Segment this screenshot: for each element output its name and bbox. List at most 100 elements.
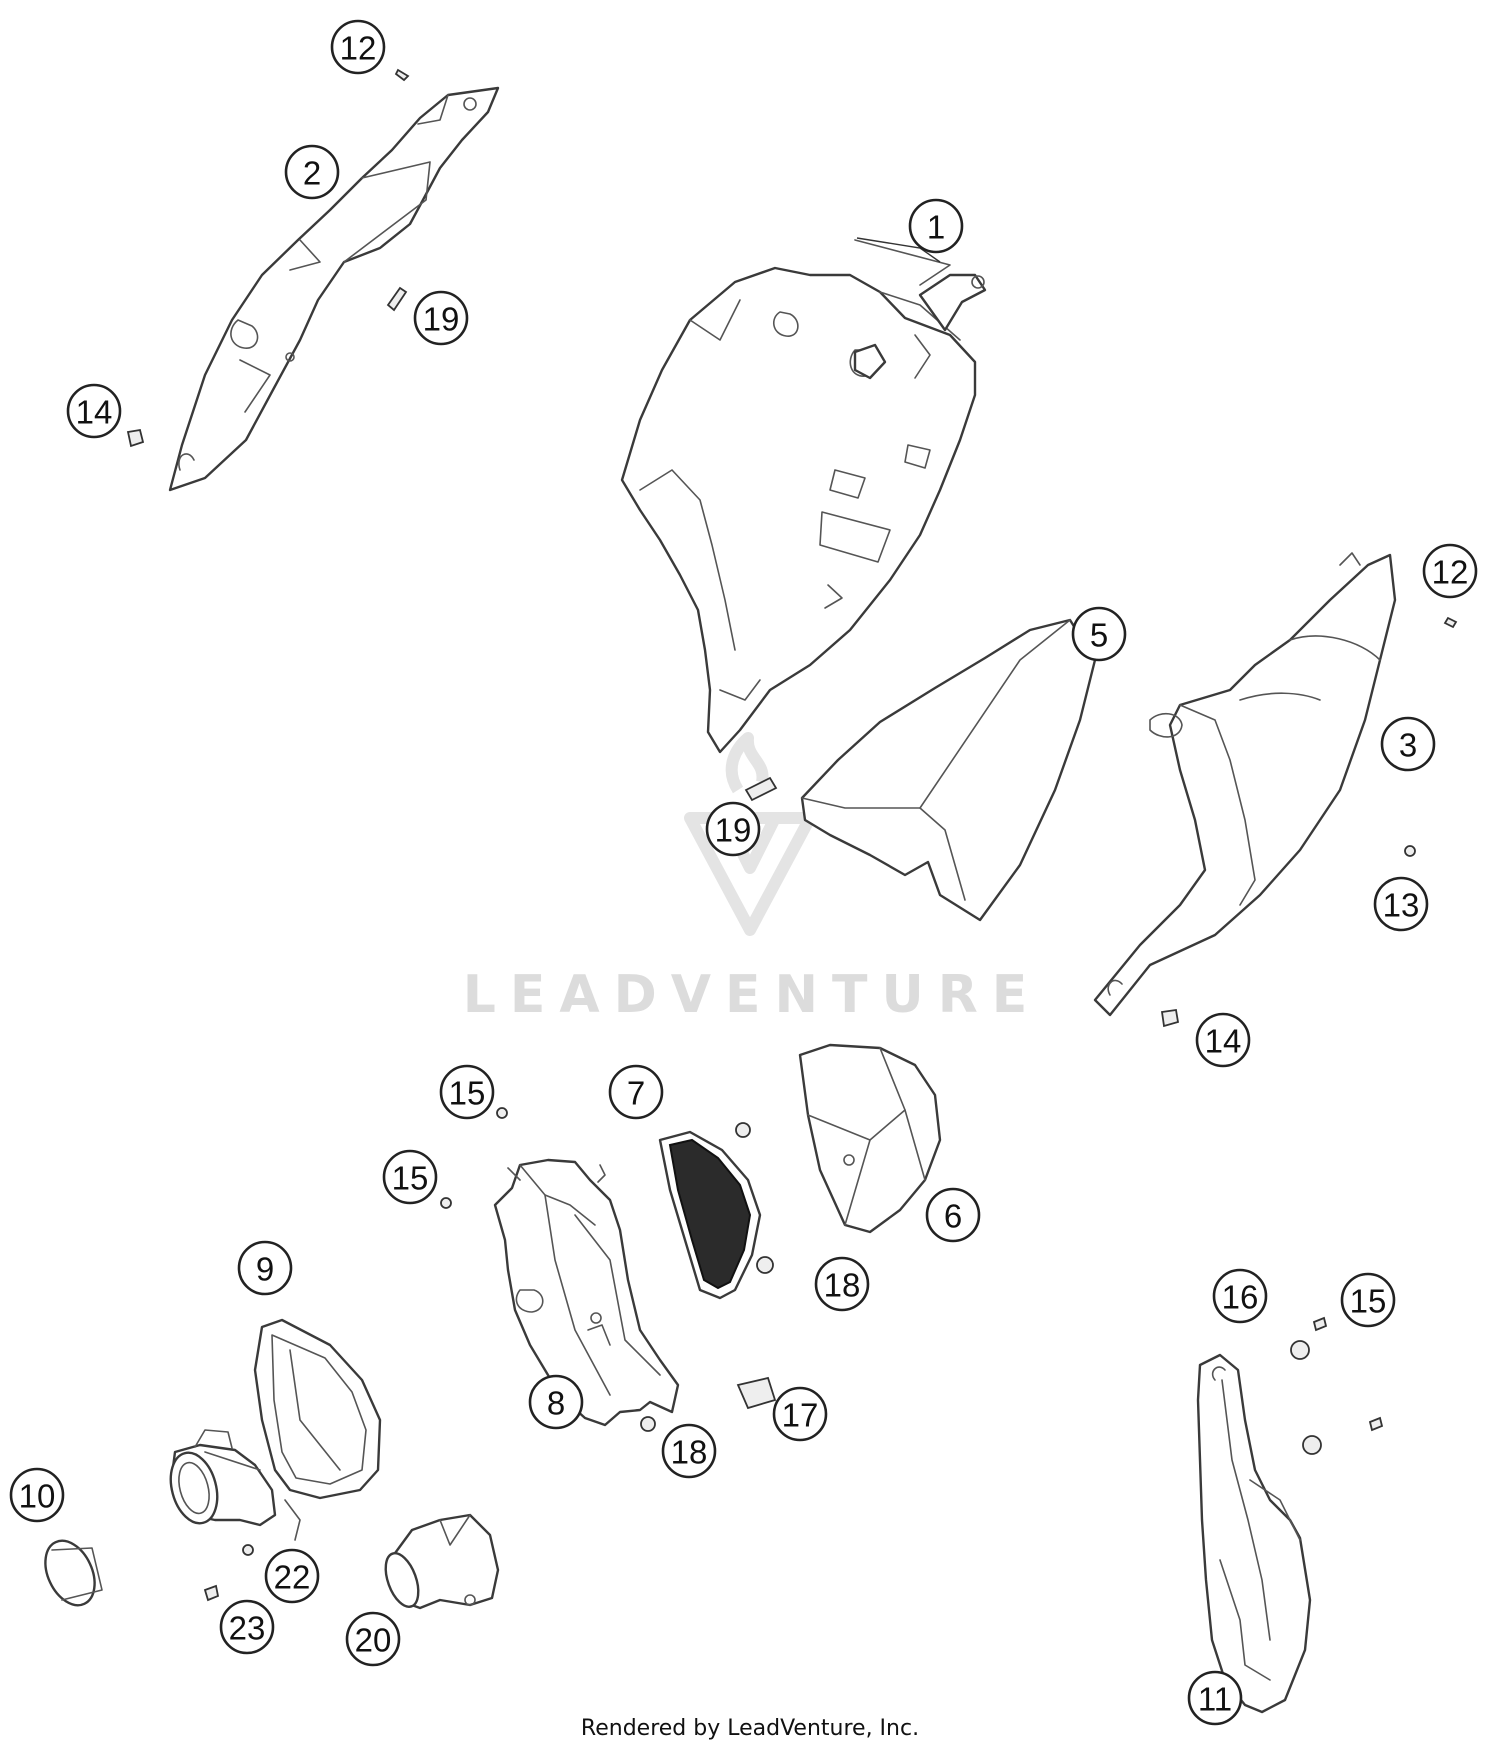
hardware-23-screw[interactable] xyxy=(203,1584,220,1602)
callout-circle xyxy=(1187,1670,1243,1726)
watermark-text: LEADVENTURE xyxy=(463,965,1042,1025)
callout-23[interactable]: 23 xyxy=(219,1599,275,1655)
watermark: LEADVENTURE xyxy=(463,732,1042,1025)
callout-label: 10 xyxy=(19,1478,56,1515)
callout-circle xyxy=(814,1256,870,1312)
callout-18b[interactable]: 18 xyxy=(661,1423,717,1479)
part-2-frame-cover-left[interactable] xyxy=(168,86,500,492)
hardware-16-grommet-a[interactable] xyxy=(1290,1340,1310,1360)
callout-label: 3 xyxy=(1399,727,1417,764)
part-1-main-cover[interactable] xyxy=(620,239,987,754)
callout-label: 20 xyxy=(355,1622,392,1659)
callout-14b[interactable]: 14 xyxy=(1195,1012,1251,1068)
callout-circle xyxy=(661,1423,717,1479)
callout-15b[interactable]: 15 xyxy=(382,1149,438,1205)
hardware-12-screw-a[interactable] xyxy=(394,68,410,82)
part-5-side-panel[interactable] xyxy=(800,618,1097,922)
callout-circle xyxy=(608,1064,664,1120)
callout-circle xyxy=(925,1187,981,1243)
callout-circle xyxy=(1422,543,1478,599)
callout-10[interactable]: 10 xyxy=(9,1467,65,1523)
callout-label: 8 xyxy=(547,1385,565,1422)
hardware-18-nut-c[interactable] xyxy=(640,1416,656,1432)
callout-9[interactable]: 9 xyxy=(237,1240,293,1296)
callout-16[interactable]: 16 xyxy=(1212,1268,1268,1324)
callout-label: 1 xyxy=(927,209,945,246)
callout-circle xyxy=(66,383,122,439)
callout-label: 7 xyxy=(627,1075,645,1112)
callout-circle xyxy=(330,19,386,75)
callout-19a[interactable]: 19 xyxy=(413,290,469,346)
callout-circle xyxy=(772,1386,828,1442)
callout-circle xyxy=(705,801,761,857)
callout-circle xyxy=(1340,1272,1396,1328)
callout-7[interactable]: 7 xyxy=(608,1064,664,1120)
hardware-16-grommet-b[interactable] xyxy=(1302,1435,1322,1455)
hardware-18-nut-a[interactable] xyxy=(735,1122,751,1138)
callout-label: 18 xyxy=(824,1267,861,1304)
callout-20[interactable]: 20 xyxy=(345,1611,401,1667)
callout-circle xyxy=(413,290,469,346)
callout-circle xyxy=(1071,606,1127,662)
callout-label: 19 xyxy=(715,812,752,849)
callout-11[interactable]: 11 xyxy=(1187,1670,1243,1726)
callout-label: 16 xyxy=(1222,1279,1259,1316)
callout-label: 15 xyxy=(1350,1283,1387,1320)
part-3-frame-cover-right[interactable] xyxy=(1093,552,1397,1017)
callout-circle xyxy=(219,1599,275,1655)
callout-22[interactable]: 22 xyxy=(264,1548,320,1604)
callout-8[interactable]: 8 xyxy=(528,1374,584,1430)
hardware-17-clip[interactable] xyxy=(736,1376,777,1410)
callout-15a[interactable]: 15 xyxy=(439,1064,495,1120)
callout-14a[interactable]: 14 xyxy=(66,383,122,439)
callout-18a[interactable]: 18 xyxy=(814,1256,870,1312)
callout-label: 14 xyxy=(76,394,113,431)
callout-circle xyxy=(9,1467,65,1523)
hardware-19-clip-b[interactable] xyxy=(744,776,778,802)
callout-19b[interactable]: 19 xyxy=(705,801,761,857)
hardware-14-screw-a[interactable] xyxy=(126,428,145,448)
callout-circle xyxy=(528,1374,584,1430)
hardware-15-screw-b[interactable] xyxy=(440,1197,452,1209)
part-10-clamp[interactable] xyxy=(36,1533,105,1613)
hardware-14-screw-b[interactable] xyxy=(1160,1008,1180,1028)
hardware-13-nut[interactable] xyxy=(1404,845,1416,857)
callout-label: 6 xyxy=(944,1198,962,1235)
callout-circle xyxy=(345,1611,401,1667)
callout-label: 15 xyxy=(392,1160,429,1197)
callout-2[interactable]: 2 xyxy=(284,144,340,200)
callout-circle xyxy=(284,144,340,200)
hardware-18-nut-b[interactable] xyxy=(756,1256,774,1274)
callout-15c[interactable]: 15 xyxy=(1340,1272,1396,1328)
part-8-air-filter-box[interactable] xyxy=(493,1158,680,1427)
callout-label: 14 xyxy=(1205,1023,1242,1060)
callout-3[interactable]: 3 xyxy=(1380,716,1436,772)
callout-circle xyxy=(439,1064,495,1120)
callout-circle xyxy=(1212,1268,1268,1324)
hardware-19-clip-a[interactable] xyxy=(386,286,408,312)
callout-17[interactable]: 17 xyxy=(772,1386,828,1442)
callout-circle xyxy=(908,198,964,254)
callout-label: 5 xyxy=(1090,617,1108,654)
callout-circle xyxy=(1380,716,1436,772)
hardware-15-screw-c[interactable] xyxy=(1312,1316,1328,1332)
hardware-15-screw-d[interactable] xyxy=(1368,1416,1384,1432)
hardware-22-washer[interactable] xyxy=(242,1544,254,1556)
callout-1[interactable]: 1 xyxy=(908,198,964,254)
part-6-filter-cover[interactable] xyxy=(798,1043,942,1234)
part-7-air-filter[interactable] xyxy=(658,1130,762,1300)
part-20-intake-hose[interactable] xyxy=(379,1513,500,1611)
callout-circle xyxy=(264,1548,320,1604)
hardware-12-screw-b[interactable] xyxy=(1443,616,1458,629)
hardware-15-screw-a[interactable] xyxy=(496,1107,508,1119)
part-11-air-guide[interactable] xyxy=(1196,1353,1312,1714)
callout-label: 13 xyxy=(1383,887,1420,924)
callout-6[interactable]: 6 xyxy=(925,1187,981,1243)
callout-label: 17 xyxy=(782,1397,819,1434)
callout-13[interactable]: 13 xyxy=(1373,876,1429,932)
callout-12b[interactable]: 12 xyxy=(1422,543,1478,599)
callout-label: 12 xyxy=(340,30,377,67)
callout-12a[interactable]: 12 xyxy=(330,19,386,75)
callout-5[interactable]: 5 xyxy=(1071,606,1127,662)
part-9-intake-boot[interactable] xyxy=(163,1318,382,1541)
